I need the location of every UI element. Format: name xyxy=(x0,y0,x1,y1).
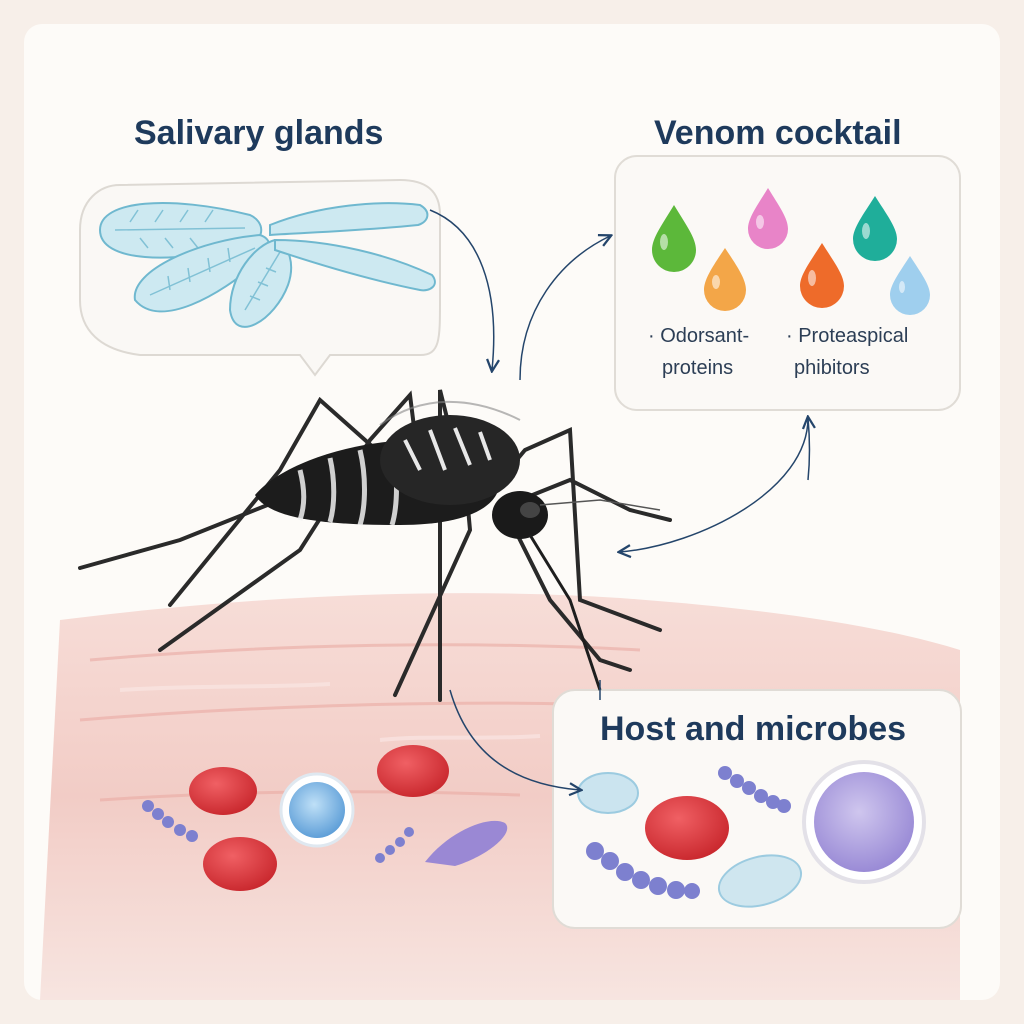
host-and-microbes-heading: Host and microbes xyxy=(600,710,907,748)
red-blood-cell xyxy=(645,796,729,860)
red-blood-cell xyxy=(203,837,277,891)
green-drop xyxy=(652,205,696,272)
arrow-venom-up xyxy=(808,418,810,481)
bacteria-chain xyxy=(586,766,791,899)
pink-drop xyxy=(748,188,788,249)
light-blue-drop xyxy=(890,256,930,315)
pale-blue-cell xyxy=(717,854,803,908)
venom-cocktail-heading: Venom cocktail xyxy=(654,114,902,152)
bacillus xyxy=(425,820,508,866)
venom-drops xyxy=(652,188,930,315)
bacteria-chain xyxy=(142,800,414,863)
mosquito xyxy=(78,389,672,702)
red-blood-cell xyxy=(377,745,449,797)
red-blood-cell xyxy=(189,767,257,815)
venom-label-proteaspical: · Proteaspical xyxy=(786,325,909,347)
teal-drop xyxy=(853,196,897,261)
host-panel-cells xyxy=(577,760,926,908)
orange-drop xyxy=(704,248,746,311)
arrow-venom-to-mosquito xyxy=(620,417,809,552)
arrow-skin-to-host xyxy=(449,689,580,790)
venom-label-odorsant: · Odorsant- xyxy=(648,325,750,347)
skin-blood-cells xyxy=(142,745,508,891)
arrow-glands-to-mosquito xyxy=(429,209,494,370)
venom-label-phibitors: phibitors xyxy=(794,357,870,379)
salivary-gland-drawing xyxy=(98,202,436,328)
venom-label-proteins: proteins xyxy=(662,357,734,379)
arrow-mosquito-to-venom xyxy=(519,236,610,381)
red-orange-drop xyxy=(800,243,844,308)
salivary-glands-heading: Salivary glands xyxy=(134,114,384,152)
pale-blue-cell xyxy=(577,772,639,814)
flow-arrows xyxy=(429,209,810,790)
